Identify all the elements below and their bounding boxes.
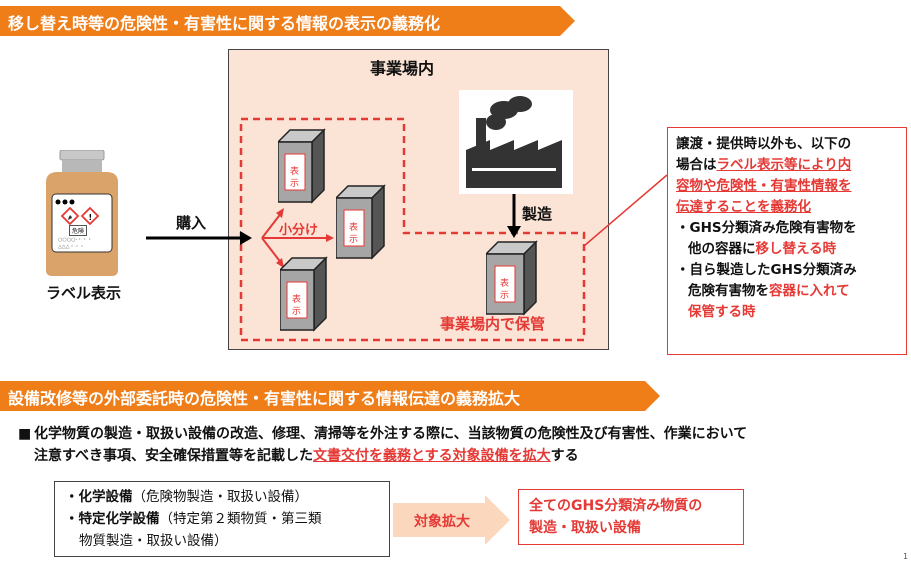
container-label-top: 表示: [290, 167, 300, 189]
note-line-2b: ラベル表示等により内: [716, 157, 852, 173]
expand-arrow-shape: [393, 495, 510, 545]
chemical-equipment-note: （危険物製造・取扱い設備）: [132, 489, 309, 505]
container-box-middle: [336, 184, 386, 260]
manufacture-arrow-head: [507, 226, 521, 238]
chemical-bottle-icon: !: [46, 150, 118, 276]
specific-equipment-note-1: （特定第２類物質・第三類: [159, 511, 322, 527]
note-bullet-1b: 他の容器に: [688, 241, 756, 257]
purchase-arrow-head: [240, 231, 252, 245]
page-number: 1: [903, 552, 909, 561]
subdivide-arrowhead-down: [276, 258, 284, 268]
subdivide-arrowhead-mid: [326, 234, 334, 242]
subdivide-label: 小分け: [279, 223, 319, 238]
svg-text:!: !: [89, 213, 93, 222]
note-bullet-1c: 移し替える時: [755, 241, 837, 257]
specific-equipment-note-2: 物質製造・取扱い設備）: [79, 533, 228, 549]
subdivide-arrow-down: [261, 237, 283, 265]
container-box-stored: [486, 240, 538, 316]
banner-arrow-shape: [0, 6, 575, 36]
banner-arrow-shape-2: [0, 381, 660, 411]
note-bullet-2b: 危険有害物を: [688, 283, 769, 299]
container-label-middle: 表示: [349, 223, 359, 245]
storage-label: 事業場内で保管: [440, 315, 546, 333]
note-bullet-1a: ・GHS分類済み危険有害物を: [676, 220, 857, 236]
section-title-1: 移し替え時等の危険性・有害性に関する情報の表示の義務化: [8, 14, 441, 33]
note-line-4: 伝達することを義務化: [676, 199, 811, 215]
container-box-bottom: [280, 256, 328, 332]
note-line-3: 容物や危険性・有害性情報を: [676, 178, 852, 194]
bottle-text-2: △△△・・・: [58, 244, 85, 250]
note-bullet-2a: ・自ら製造したGHS分類済み: [676, 262, 857, 278]
obligation-note-box: 譲渡・提供時以外も、以下の 場合はラベル表示等により内 容物や危険性・有害性情報…: [667, 127, 907, 355]
lead-bullet: ■: [18, 426, 32, 442]
chemical-equipment-label: ・化学設備: [65, 489, 133, 505]
target-line-2: 製造・取扱い設備: [529, 520, 641, 536]
bottle-text-1: ○○○○-・・・: [58, 237, 93, 243]
section-banner-2: 設備改修等の外部委託時の危険性・有害性に関する情報伝達の義務拡大: [0, 381, 660, 411]
note-bullet-2c: 容器に入れて: [769, 283, 850, 299]
lead-paragraph: ■ 化学物質の製造・取扱い設備の改造、修理、清掃等を外注する際に、当該物質の危険…: [18, 423, 904, 467]
expanded-target-box: 全てのGHS分類済み物質の 製造・取扱い設備: [518, 489, 744, 545]
container-box-top: [278, 128, 326, 204]
section-banner-1: 移し替え時等の危険性・有害性に関する情報の表示の義務化: [0, 6, 575, 36]
subdivide-arrow-up: [261, 211, 283, 239]
note-line-1: 譲渡・提供時以外も、以下の: [676, 136, 852, 152]
lead-line-2b: 文書交付を義務とする対象設備を拡大: [313, 448, 551, 464]
label-display-caption: ラベル表示: [46, 284, 122, 302]
section-title-2: 設備改修等の外部委託時の危険性・有害性に関する情報伝達の義務拡大: [8, 389, 521, 408]
subdivide-arrowhead-up: [276, 208, 284, 218]
current-equipment-box: ・化学設備（危険物製造・取扱い設備） ・特定化学設備（特定第２類物質・第三類 物…: [54, 481, 390, 557]
target-line-1: 全てのGHS分類済み物質の: [529, 498, 703, 514]
lead-line-2a: 注意すべき事項、安全確保措置等を記載した: [34, 448, 314, 464]
storage-dashed-region: [239, 117, 586, 342]
expand-arrow-label: 対象拡大: [414, 514, 470, 530]
purchase-label: 購入: [176, 214, 207, 232]
manufacture-label: 製造: [522, 205, 553, 223]
lead-line-2c: する: [550, 448, 579, 464]
workplace-label: 事業場内: [370, 59, 435, 78]
diagram-graphics: [146, 90, 668, 342]
note-line-2a: 場合は: [676, 157, 717, 173]
bottle-hazard-label: 危険: [69, 225, 88, 236]
callout-line: [583, 174, 668, 247]
note-bullet-2d: 保管する時: [688, 304, 756, 320]
factory-icon: [466, 96, 562, 188]
lead-line-1: 化学物質の製造・取扱い設備の改造、修理、清掃等を外注する際に、当該物質の危険性及…: [34, 426, 748, 442]
container-label-stored: 表示: [500, 279, 510, 301]
specific-chemical-equipment-label: ・特定化学設備: [65, 511, 160, 527]
container-label-bottom: 表示: [292, 295, 302, 317]
